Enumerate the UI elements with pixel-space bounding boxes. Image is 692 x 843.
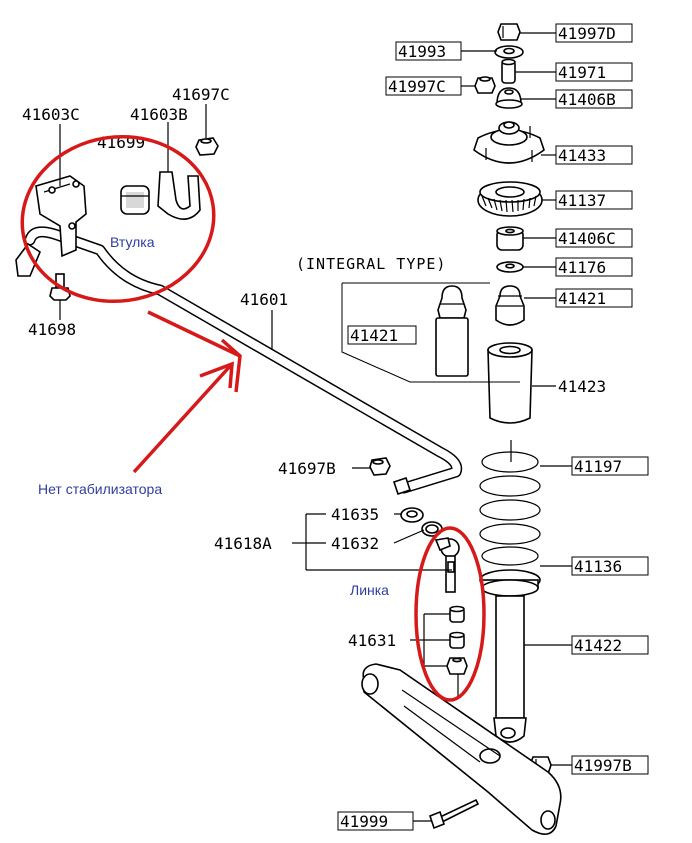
- bushing-41406b: [495, 87, 523, 109]
- label-41698: 41698: [28, 320, 76, 339]
- bolt-41999: [429, 798, 480, 830]
- label-41697b: 41697B: [278, 459, 336, 478]
- arrow-shaft-1: [147, 310, 241, 358]
- leader-lines: [59, 32, 572, 822]
- label-41422: 41422: [574, 636, 622, 655]
- bushing-41699: [120, 185, 150, 215]
- label-41421-integral: 41421: [350, 326, 398, 345]
- label-41197: 41197: [574, 457, 622, 476]
- note-bushing: Втулка: [110, 234, 155, 250]
- bushing-41406c: [496, 226, 524, 251]
- label-41423: 41423: [558, 377, 606, 396]
- arrow-head-1: [220, 338, 242, 393]
- stabilizer-link-41618a: [434, 537, 460, 593]
- strut-assembly: [473, 23, 552, 775]
- bracket-41603c: [35, 175, 87, 258]
- label-41603b: 41603B: [130, 105, 188, 124]
- label-41997b: 41997B: [574, 756, 632, 775]
- label-41433: 41433: [558, 146, 606, 165]
- label-41406b: 41406B: [558, 90, 616, 109]
- label-41997c: 41997C: [388, 77, 446, 96]
- label-41697c: 41697C: [172, 85, 230, 104]
- label-41601: 41601: [240, 290, 288, 309]
- bushing-highlight-circle: [20, 134, 216, 304]
- washer-41176: [496, 261, 524, 273]
- nut-41997c: [474, 76, 496, 94]
- arrow-head-2: [199, 361, 234, 389]
- lower-arm: [361, 663, 562, 835]
- bump-stop-41421: [495, 285, 525, 326]
- label-41635: 41635: [331, 505, 379, 524]
- label-41406c: 41406C: [558, 229, 616, 248]
- link-hardware-41631: [446, 605, 468, 675]
- label-boxes: [337, 23, 649, 831]
- label-41999: 41999: [340, 812, 388, 831]
- label-41176: 41176: [558, 258, 606, 277]
- link-highlight-circle: [414, 526, 486, 702]
- integral-type-label: (INTEGRAL TYPE): [296, 255, 446, 273]
- bump-stop-integral: [435, 285, 469, 377]
- part-labels: 41997D 41993 41971 41997C 41406B 41433 4…: [22, 24, 632, 831]
- red-annotations: Втулка Нет стабилизатора Линка: [20, 134, 486, 702]
- clamp-41603b: [157, 171, 201, 220]
- label-41631: 41631: [348, 631, 396, 650]
- label-41632: 41632: [331, 534, 379, 553]
- spacer-41971: [501, 58, 516, 84]
- label-41971: 41971: [558, 63, 606, 82]
- strut-mount-41433: [473, 121, 545, 164]
- label-41137: 41137: [558, 191, 606, 210]
- bearing-41137: [477, 181, 543, 217]
- nut-41997d: [497, 23, 521, 41]
- shock-absorber-41422: [493, 595, 527, 743]
- label-41997d: 41997D: [558, 24, 616, 43]
- label-41618a: 41618A: [214, 534, 272, 553]
- stabilizer-bar-41601: [15, 226, 463, 496]
- arrow-shaft-2: [132, 362, 234, 474]
- label-41421: 41421: [558, 289, 606, 308]
- note-no-stabilizer: Нет стабилизатора: [38, 481, 162, 497]
- nut-41697c: [195, 137, 219, 156]
- label-41136: 41136: [574, 557, 622, 576]
- label-41993: 41993: [398, 42, 446, 61]
- integral-type-box: (INTEGRAL TYPE): [296, 255, 520, 383]
- note-link: Линка: [350, 582, 389, 598]
- bushing-41635: [400, 507, 424, 523]
- label-41603c: 41603C: [22, 105, 80, 124]
- washer-41993: [494, 45, 524, 59]
- coil-spring-41197: [479, 440, 541, 566]
- dust-boot-41423: [487, 342, 533, 424]
- spring-seat-41136: [479, 569, 541, 597]
- nut-41697b: [369, 457, 391, 476]
